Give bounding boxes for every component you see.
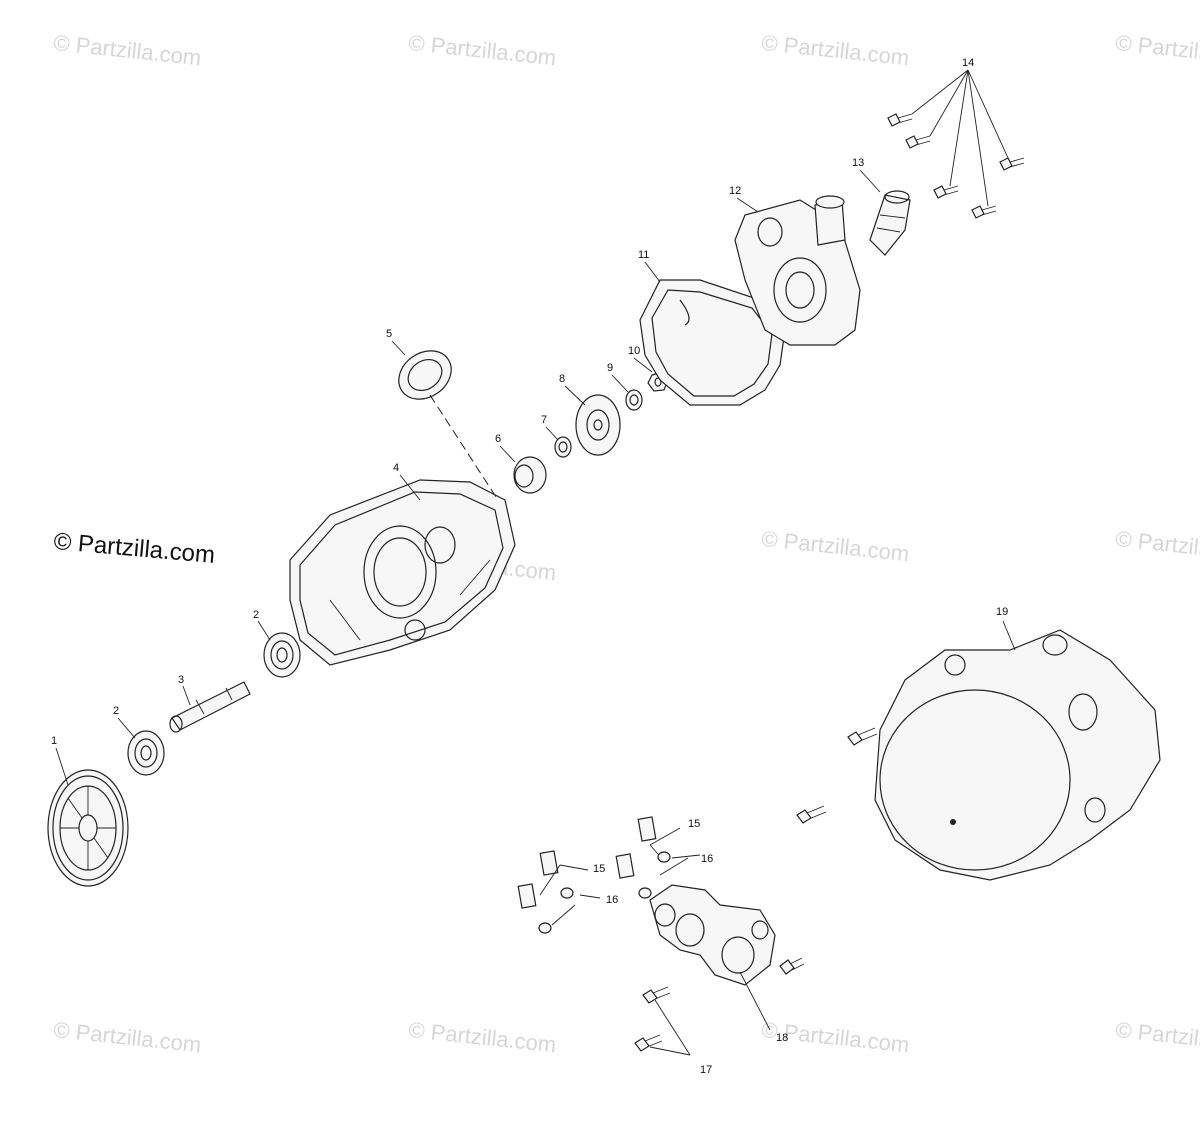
- callout-9: 9: [607, 362, 613, 374]
- part-5-seal[interactable]: [389, 341, 460, 409]
- callout-4: 4: [393, 462, 399, 474]
- callout-6: 6: [495, 433, 501, 445]
- part-9-washer[interactable]: [625, 389, 643, 411]
- part-16-bushings[interactable]: [538, 851, 701, 934]
- part-11-gasket[interactable]: [639, 279, 786, 406]
- cover-bolt-upper[interactable]: [847, 727, 878, 746]
- part-4-housing[interactable]: [289, 479, 516, 666]
- callout-7: 7: [541, 414, 547, 426]
- callout-16-lower: 16: [606, 894, 618, 906]
- callout-10: 10: [628, 345, 640, 357]
- part-3-shaft[interactable]: [169, 681, 251, 733]
- callout-2-lower: 2: [113, 705, 119, 717]
- part-2-bearing-upper[interactable]: [263, 632, 301, 678]
- part-12-pump-cover[interactable]: [734, 195, 861, 346]
- callout-15-upper: 15: [688, 818, 700, 830]
- part-1-gear[interactable]: [47, 769, 129, 887]
- part-15-sleeves[interactable]: [517, 816, 681, 909]
- callout-2-upper: 2: [253, 609, 259, 621]
- part-6-spacer[interactable]: [513, 456, 547, 494]
- part-18-oil-pump[interactable]: [649, 884, 776, 1031]
- callout-14: 14: [962, 57, 974, 69]
- callout-1: 1: [51, 735, 57, 747]
- part-7-washer[interactable]: [554, 436, 572, 458]
- callout-18: 18: [776, 1032, 788, 1044]
- callout-3: 3: [178, 674, 184, 686]
- callout-17: 17: [700, 1064, 712, 1076]
- pump-bolt[interactable]: [779, 957, 805, 975]
- callout-11: 11: [638, 249, 649, 261]
- callout-8: 8: [559, 373, 565, 385]
- part-19-cover[interactable]: [874, 629, 1161, 881]
- part-17-bolts[interactable]: [634, 986, 691, 1056]
- callout-16-upper: 16: [701, 853, 713, 865]
- callout-19: 19: [996, 606, 1008, 618]
- part-13-fitting[interactable]: [869, 190, 911, 256]
- callout-5: 5: [386, 328, 392, 340]
- part-2-bearing-lower[interactable]: [127, 730, 165, 776]
- part-8-impeller[interactable]: [575, 394, 621, 456]
- callout-12: 12: [729, 185, 741, 197]
- callout-15-lower: 15: [593, 863, 605, 875]
- cover-bolt-lower[interactable]: [796, 805, 827, 824]
- callout-13: 13: [852, 157, 864, 169]
- part-14-bolts[interactable]: [887, 69, 1025, 219]
